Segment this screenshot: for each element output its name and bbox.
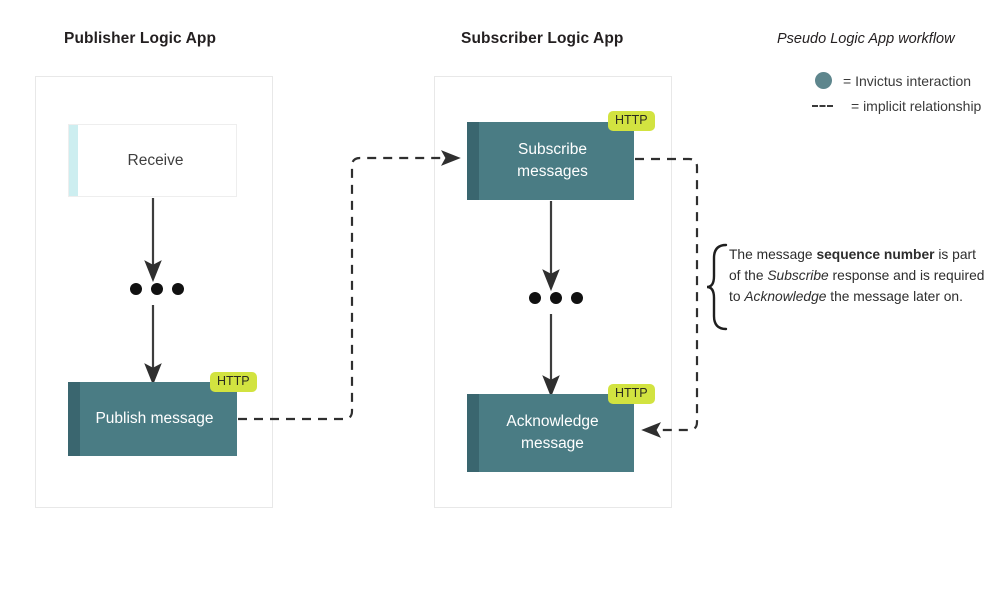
legend-item-invictus: = Invictus interaction xyxy=(812,72,971,89)
node-acknowledge-line1: Acknowledge xyxy=(506,412,599,430)
node-acknowledge-message[interactable]: Acknowledge message xyxy=(467,394,634,472)
ellipsis-dot xyxy=(529,292,541,304)
node-accent-bar xyxy=(467,122,479,200)
note-curly-brace xyxy=(706,243,728,331)
ellipsis-dot xyxy=(550,292,562,304)
ellipsis-dot xyxy=(130,283,142,295)
note-bold-sequence-number: sequence number xyxy=(816,247,935,262)
note-italic-acknowledge: Acknowledge xyxy=(744,288,827,304)
node-acknowledge-message-label: Acknowledge message xyxy=(496,411,604,456)
implicit-link-subscribe-to-acknowledge xyxy=(635,157,699,438)
note-italic-subscribe: Subscribe xyxy=(767,267,829,283)
node-publish-message-label: Publish message xyxy=(95,409,214,427)
node-accent-bar xyxy=(467,394,479,472)
node-subscribe-line2: messages xyxy=(517,163,588,180)
ellipsis-dot xyxy=(151,283,163,295)
ellipsis-dot xyxy=(571,292,583,304)
legend-title: Pseudo Logic App workflow xyxy=(777,31,955,47)
publisher-ellipsis xyxy=(130,283,184,295)
node-accent-bar xyxy=(68,382,80,456)
node-acknowledge-line2: message xyxy=(521,435,584,452)
implicit-link-publish-to-subscribe xyxy=(238,150,461,421)
note-part-4: the message later on. xyxy=(826,288,963,304)
node-subscribe-messages[interactable]: Subscribe messages xyxy=(467,122,634,200)
note-part-2: is part of the xyxy=(729,247,976,283)
ellipsis-dot xyxy=(172,283,184,295)
http-badge-publish: HTTP xyxy=(210,372,257,392)
node-receive[interactable]: Receive xyxy=(68,124,237,197)
http-badge-acknowledge: HTTP xyxy=(608,384,655,404)
teal-circle-icon xyxy=(812,72,834,89)
subscriber-ellipsis xyxy=(529,292,583,304)
http-badge-subscribe: HTTP xyxy=(608,111,655,131)
note-part-1: The message xyxy=(729,247,817,262)
sequence-number-note: The message sequence number is part of t… xyxy=(729,245,991,308)
note-part-3: response and is required to xyxy=(729,267,985,304)
publisher-column-title: Publisher Logic App xyxy=(64,30,217,47)
legend-item-invictus-label: = Invictus interaction xyxy=(843,72,972,89)
node-subscribe-messages-label: Subscribe messages xyxy=(507,139,594,184)
node-receive-label: Receive xyxy=(127,151,184,169)
legend-item-implicit: = implicit relationship xyxy=(812,98,981,114)
node-publish-message[interactable]: Publish message xyxy=(68,382,237,456)
trigger-accent-bar xyxy=(69,125,78,196)
subscriber-column-title: Subscriber Logic App xyxy=(461,30,624,47)
dashed-line-icon xyxy=(812,105,842,107)
legend-item-implicit-label: = implicit relationship xyxy=(851,98,982,114)
node-subscribe-line1: Subscribe xyxy=(518,140,587,158)
